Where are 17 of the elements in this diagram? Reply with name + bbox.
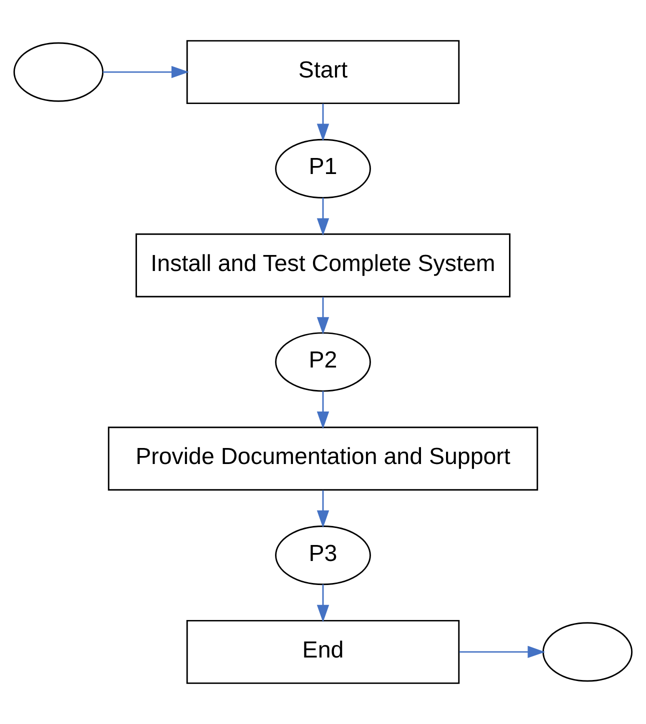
node-box: End	[186, 620, 460, 684]
arrow	[316, 296, 330, 335]
arrow	[316, 198, 330, 236]
arrow	[316, 490, 330, 528]
node-ellipse: P2	[275, 332, 371, 392]
node-ellipse: P1	[275, 138, 371, 198]
arrow	[316, 584, 330, 622]
node-box: Provide Documentation and Support	[108, 426, 538, 491]
arrow	[316, 391, 330, 430]
node-circle	[13, 42, 104, 102]
arrow	[316, 104, 330, 142]
node-box: Install and Test Complete System	[136, 233, 510, 298]
arrow	[102, 66, 189, 78]
node-circle	[542, 622, 633, 682]
node-box: Start	[186, 40, 460, 104]
arrow	[459, 646, 546, 658]
node-ellipse: P3	[275, 526, 371, 586]
